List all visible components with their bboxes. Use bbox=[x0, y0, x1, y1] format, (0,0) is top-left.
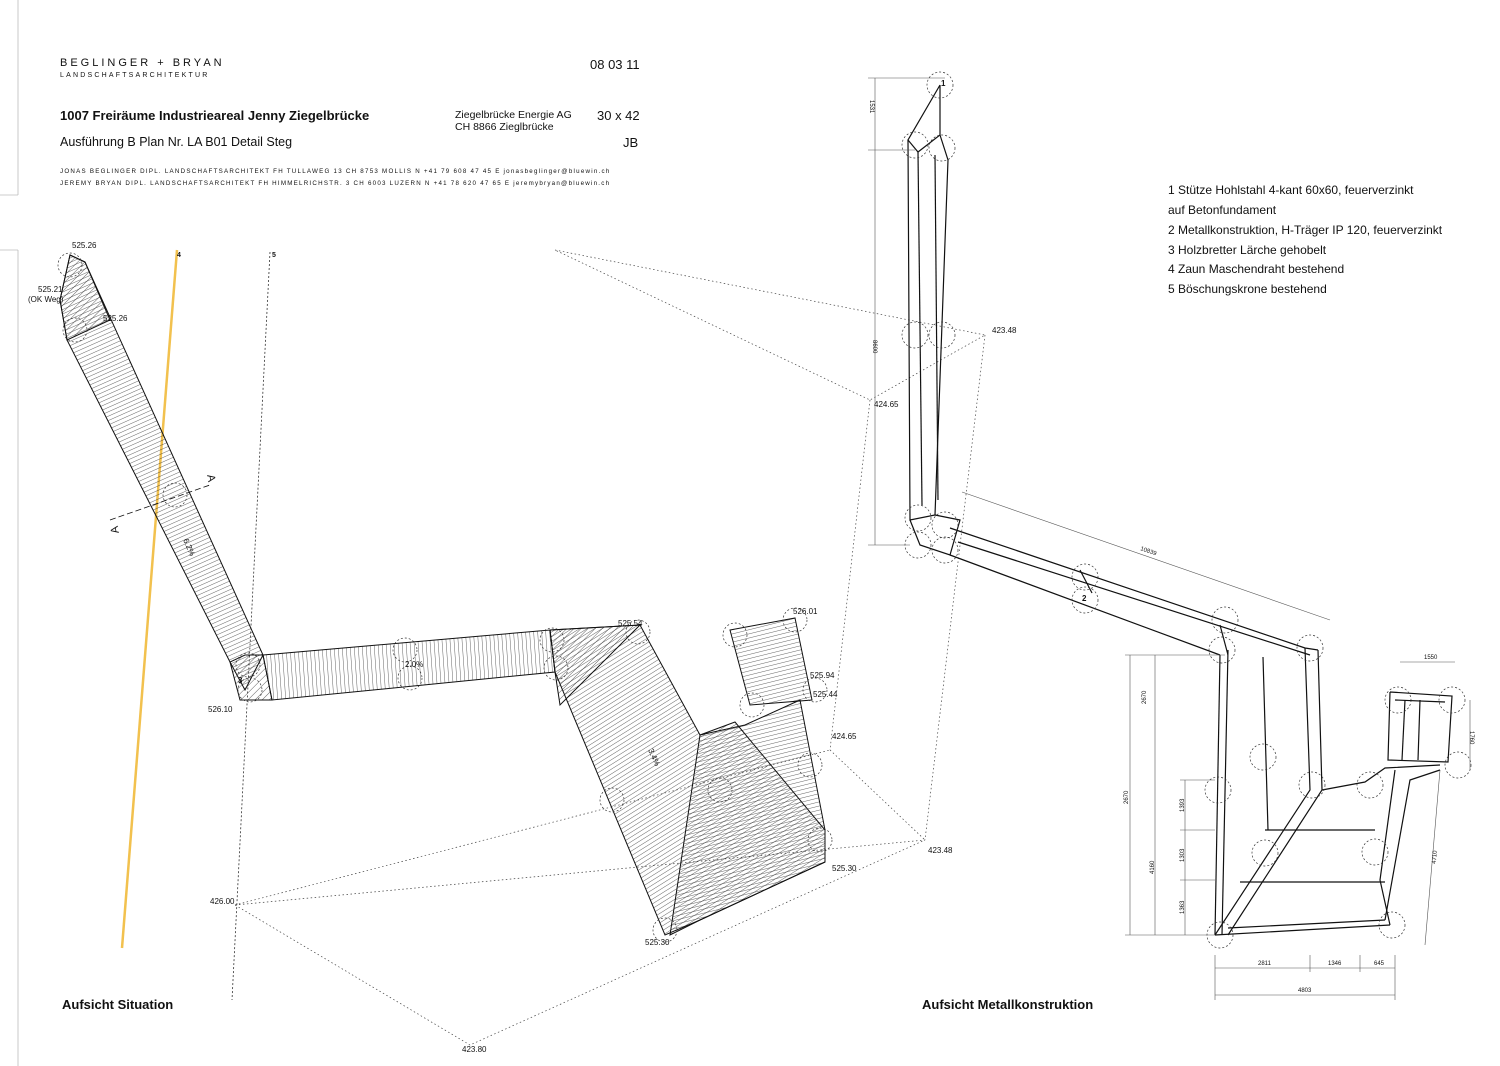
support-circles-situation bbox=[57, 252, 833, 943]
deck-corner-hatch-2 bbox=[549, 624, 642, 707]
elev-d: 525.44 bbox=[813, 690, 838, 699]
marker-3: 3 bbox=[238, 676, 243, 685]
legend-item-4: 4 Zaun Maschendraht bestehend bbox=[1168, 262, 1345, 276]
dim-11: 1303 bbox=[1180, 848, 1186, 862]
dim-4: 2811 bbox=[1258, 961, 1272, 967]
section-a-label-2: A bbox=[109, 525, 122, 535]
dim-2: 8600 bbox=[871, 340, 877, 354]
architect-line-1: JONAS BEGLINGER DIPL. LANDSCHAFTSARCHITE… bbox=[60, 168, 611, 175]
dim-8: 2670 bbox=[1124, 790, 1130, 804]
marker-5: 5 bbox=[272, 252, 276, 259]
legend-item-5: 5 Böschungskrone bestehend bbox=[1168, 282, 1327, 296]
elev-b: 526.01 bbox=[793, 607, 818, 616]
elev-top: 525.26 bbox=[72, 241, 97, 250]
plan-info: Ausführung B Plan Nr. LA B01 Detail Steg bbox=[60, 135, 293, 149]
plan-date: 08 03 11 bbox=[590, 57, 640, 72]
client-line-1: Ziegelbrücke Energie AG bbox=[455, 109, 572, 121]
elev-a: 525.54 bbox=[618, 619, 643, 628]
dim-5: 1346 bbox=[1328, 961, 1342, 967]
fence-line bbox=[120, 249, 179, 949]
deck-platform bbox=[669, 699, 826, 936]
elev-i: 426.00 bbox=[210, 897, 235, 906]
firm-name: BEGLINGER + BRYAN bbox=[60, 57, 225, 69]
elev-g: 424.65 bbox=[832, 732, 857, 741]
paper-format: 30 x 42 bbox=[597, 108, 640, 123]
dimension-lines bbox=[868, 77, 1471, 1000]
dim-16: 2670 bbox=[1142, 690, 1148, 704]
dim-12: 1363 bbox=[1180, 900, 1186, 914]
deck-segment-5 bbox=[729, 617, 813, 706]
dim-15: 4710 bbox=[1432, 850, 1439, 864]
embankment-line bbox=[231, 251, 271, 1001]
dim-10: 1393 bbox=[1180, 798, 1186, 812]
support-circles-metal bbox=[901, 71, 1472, 949]
drawn-by: JB bbox=[623, 135, 639, 150]
dim-7: 4803 bbox=[1298, 988, 1312, 994]
project-title: 1007 Freiräume Industrieareal Jenny Zieg… bbox=[60, 108, 370, 123]
situation-title: Aufsicht Situation bbox=[62, 997, 174, 1012]
dim-1: 1531 bbox=[868, 100, 874, 114]
section-line-a: A A bbox=[109, 474, 218, 535]
dim-13: 1550 bbox=[1424, 655, 1438, 661]
elev-j: 423.80 bbox=[462, 1045, 487, 1054]
marker-4: 4 bbox=[177, 252, 181, 259]
elev-2: 525.26 bbox=[103, 314, 128, 323]
client-line-2: CH 8866 Zieglbrücke bbox=[455, 121, 554, 133]
metal-title: Aufsicht Metallkonstruktion bbox=[922, 997, 1094, 1012]
dim-14: 1760 bbox=[1468, 731, 1474, 745]
okweg-label: (OK Weg) bbox=[28, 295, 64, 304]
metal-marker-1: 1 bbox=[941, 79, 946, 88]
dim-6: 645 bbox=[1374, 961, 1385, 967]
deck-end-hatch-top bbox=[59, 254, 111, 341]
section-a-label-1: A bbox=[204, 474, 217, 484]
elev-bottom-left: 526.10 bbox=[208, 705, 233, 714]
sheet-frame bbox=[0, 0, 19, 1066]
dim-9: 4160 bbox=[1150, 860, 1156, 874]
elev-e: 525.30 bbox=[832, 864, 857, 873]
elev-f: 525.30 bbox=[645, 938, 670, 947]
legend-item-2: 2 Metallkonstruktion, H-Träger IP 120, f… bbox=[1168, 223, 1443, 237]
slope-1: 2.0% bbox=[405, 660, 423, 669]
elev-k: 424.65 bbox=[874, 400, 899, 409]
metal-frame bbox=[907, 84, 1453, 936]
elev-l: 423.48 bbox=[992, 326, 1017, 335]
legend-item-1: 1 Stütze Hohlstahl 4-kant 60x60, feuerve… bbox=[1168, 183, 1414, 197]
legend-item-3: 3 Holzbretter Lärche gehobelt bbox=[1168, 243, 1327, 257]
architect-line-2: JEREMY BRYAN DIPL. LANDSCHAFTSARCHITEKT … bbox=[60, 180, 611, 187]
firm-subtitle: LANDSCHAFTSARCHITEKTUR bbox=[60, 72, 210, 79]
dim-3: 10839 bbox=[1139, 546, 1157, 557]
metal-marker-2: 2 bbox=[1082, 594, 1087, 603]
elev-c: 525.94 bbox=[810, 671, 835, 680]
elev-okweg: 525.21 bbox=[38, 285, 63, 294]
legend-item-1b: auf Betonfundament bbox=[1168, 203, 1277, 217]
elev-h: 423.48 bbox=[928, 846, 953, 855]
